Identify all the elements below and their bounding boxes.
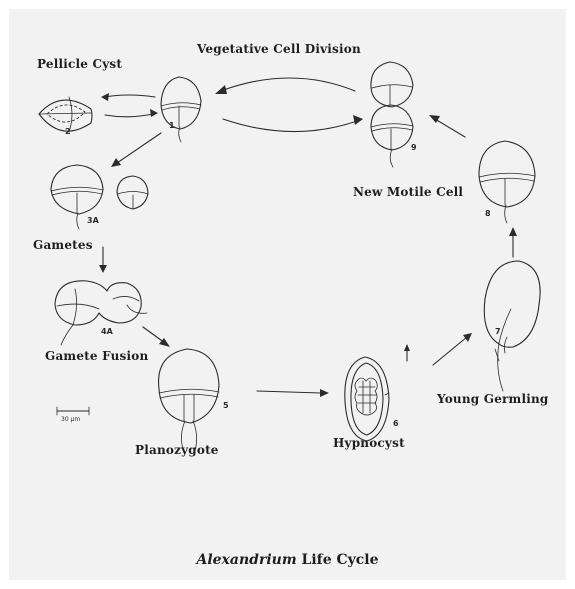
label-gamete-fusion: Gamete Fusion — [45, 349, 148, 363]
label-new-motile-cell: New Motile Cell — [353, 185, 463, 199]
title-rest: Life Cycle — [297, 552, 379, 568]
label-hypnocyst: Hypnocyst — [333, 436, 405, 450]
figure-number-6: 6 — [393, 419, 399, 428]
label-pellicle-cyst: Pellicle Cyst — [37, 57, 122, 71]
title-genus: Alexandrium — [196, 552, 296, 568]
scale-bar-label: 30 µm — [61, 416, 80, 423]
cell-1-motile — [161, 77, 201, 142]
diagram-title: Alexandrium Life Cycle — [9, 552, 566, 568]
label-vegetative-cell-division: Vegetative Cell Division — [197, 42, 361, 56]
figure-number-3a: 3A — [87, 216, 99, 225]
life-cycle-drawing — [9, 9, 566, 580]
cell-9-dividing-pair — [371, 62, 413, 167]
figure-number-7: 7 — [495, 327, 501, 336]
cycle-arrows — [99, 78, 517, 397]
figure-number-1: 1 — [169, 121, 175, 130]
figure-number-2: 2 — [65, 127, 71, 136]
label-gametes: Gametes — [33, 238, 93, 252]
cell-7-young-germling — [484, 261, 540, 391]
scale-bar — [57, 407, 89, 415]
figure-number-8: 8 — [485, 209, 491, 218]
label-planozygote: Planozygote — [135, 443, 219, 457]
label-young-germling: Young Germling — [437, 392, 548, 406]
diagram-sheet: Pellicle Cyst Vegetative Cell Division N… — [9, 9, 566, 580]
cell-3a-gametes — [51, 165, 148, 229]
figure-number-9: 9 — [411, 143, 417, 152]
cell-6-hypnocyst — [345, 357, 389, 441]
figure-number-4a: 4A — [101, 327, 113, 336]
cell-5-planozygote — [159, 349, 219, 451]
figure-number-5: 5 — [223, 401, 229, 410]
